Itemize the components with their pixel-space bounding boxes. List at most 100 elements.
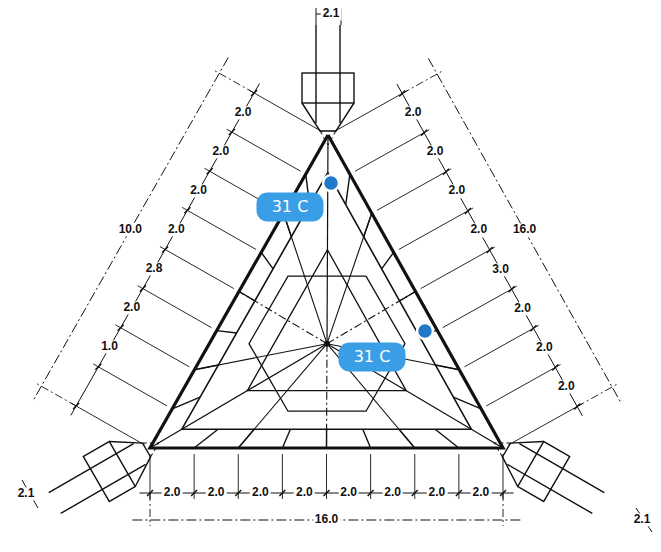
dimension-line bbox=[71, 84, 260, 416]
total-dimension-line bbox=[32, 58, 228, 402]
spoke bbox=[238, 344, 327, 448]
extension-line bbox=[508, 404, 582, 445]
dimension-label: 2.0 bbox=[166, 223, 187, 236]
rib bbox=[217, 331, 237, 333]
column-line bbox=[61, 464, 146, 513]
rib bbox=[435, 429, 459, 448]
dimension-label: 2.0 bbox=[471, 486, 492, 499]
dimension-line bbox=[397, 84, 582, 416]
column-seat bbox=[490, 436, 510, 457]
dimension-label: 2.0 bbox=[534, 341, 555, 354]
rib bbox=[282, 429, 290, 448]
dimension-label: 2.0 bbox=[206, 486, 227, 499]
column-line bbox=[519, 444, 604, 493]
column-seat bbox=[143, 436, 163, 457]
spoke bbox=[284, 213, 328, 343]
rib bbox=[194, 429, 218, 448]
extension-line bbox=[402, 71, 442, 93]
callout-label: 31 C bbox=[257, 193, 324, 222]
dimension-label: 2.1 bbox=[632, 513, 653, 526]
extension-line bbox=[138, 286, 212, 328]
dimension-label: 3.0 bbox=[490, 263, 511, 276]
support-column bbox=[481, 420, 611, 525]
support-column bbox=[302, 25, 354, 145]
column-seat bbox=[320, 131, 336, 145]
extension-line bbox=[443, 286, 517, 327]
column-line bbox=[339, 25, 340, 123]
extension-line bbox=[399, 208, 473, 249]
extension-line bbox=[150, 493, 151, 526]
spoke bbox=[326, 344, 328, 448]
extension-line bbox=[93, 364, 167, 406]
spoke bbox=[327, 135, 328, 344]
dimension-label: 2.0 bbox=[512, 302, 533, 315]
dimension-label: 2.1 bbox=[16, 487, 37, 500]
column-line bbox=[49, 444, 134, 493]
dimension-label: 16.0 bbox=[313, 513, 340, 526]
spoke bbox=[327, 213, 372, 343]
extension-line bbox=[316, 8, 317, 25]
extension-line bbox=[503, 493, 504, 526]
spoke bbox=[239, 292, 327, 344]
dimension-label: 2.8 bbox=[144, 262, 165, 275]
dimension-label: 10.0 bbox=[117, 223, 144, 236]
dimension-label: 2.0 bbox=[210, 145, 231, 158]
callout-label: 31 C bbox=[339, 343, 406, 372]
callout-text: 31 C bbox=[272, 197, 309, 216]
dimension-label: 2.0 bbox=[403, 106, 424, 119]
rib bbox=[346, 174, 350, 205]
column-seat bbox=[493, 427, 543, 486]
inner-chord bbox=[182, 173, 471, 430]
spoke bbox=[327, 292, 416, 344]
dimension-label: 2.0 bbox=[447, 185, 468, 198]
extension-line bbox=[577, 384, 617, 406]
dimension-label: 1.0 bbox=[99, 341, 120, 354]
dimension-label: 2.0 bbox=[250, 486, 271, 499]
column-cap bbox=[302, 73, 354, 103]
dimension-line bbox=[139, 493, 513, 494]
extension-line bbox=[486, 364, 560, 405]
extension-line bbox=[249, 90, 323, 132]
extension-line bbox=[182, 207, 256, 249]
extension-line bbox=[464, 325, 538, 366]
dimension-label: 2.0 bbox=[338, 486, 359, 499]
dimension-label: 2.0 bbox=[294, 486, 315, 499]
center-node bbox=[324, 341, 330, 347]
column-seat bbox=[109, 427, 159, 486]
column-cap bbox=[83, 441, 135, 501]
callout-pin bbox=[417, 323, 433, 339]
rib bbox=[382, 252, 394, 268]
dimension-label: 2.0 bbox=[121, 302, 142, 315]
column-cap bbox=[518, 441, 570, 501]
extension-line bbox=[160, 247, 234, 289]
dimension-label: 2.0 bbox=[162, 486, 183, 499]
dimension-label: 2.0 bbox=[468, 224, 489, 237]
support-column bbox=[42, 420, 172, 525]
dimension-label: 2.0 bbox=[233, 106, 254, 119]
rib bbox=[261, 252, 273, 268]
dimension-label: 2.0 bbox=[556, 380, 577, 393]
column-seat bbox=[302, 103, 354, 131]
dimension-label: 2.0 bbox=[188, 184, 209, 197]
dimension-label: 2.0 bbox=[382, 486, 403, 499]
column-line bbox=[315, 25, 316, 123]
extension-line bbox=[421, 247, 495, 288]
dimension-label: 2.0 bbox=[425, 146, 446, 159]
dimension-label: 16.0 bbox=[511, 224, 538, 237]
extension-line bbox=[71, 403, 145, 445]
dimension-label: 2.0 bbox=[426, 486, 447, 499]
extension-line bbox=[333, 91, 407, 132]
total-dimension-line bbox=[428, 58, 620, 402]
extension-line bbox=[214, 70, 254, 93]
ring-hexagon bbox=[249, 276, 405, 411]
extension-line bbox=[377, 169, 451, 210]
extension-line bbox=[355, 130, 429, 171]
callout-text: 31 C bbox=[354, 347, 391, 366]
callout-pin bbox=[323, 175, 339, 191]
extension-line bbox=[227, 129, 301, 171]
extension-line bbox=[36, 383, 76, 406]
extension-line bbox=[115, 325, 189, 367]
column-line bbox=[507, 464, 592, 513]
